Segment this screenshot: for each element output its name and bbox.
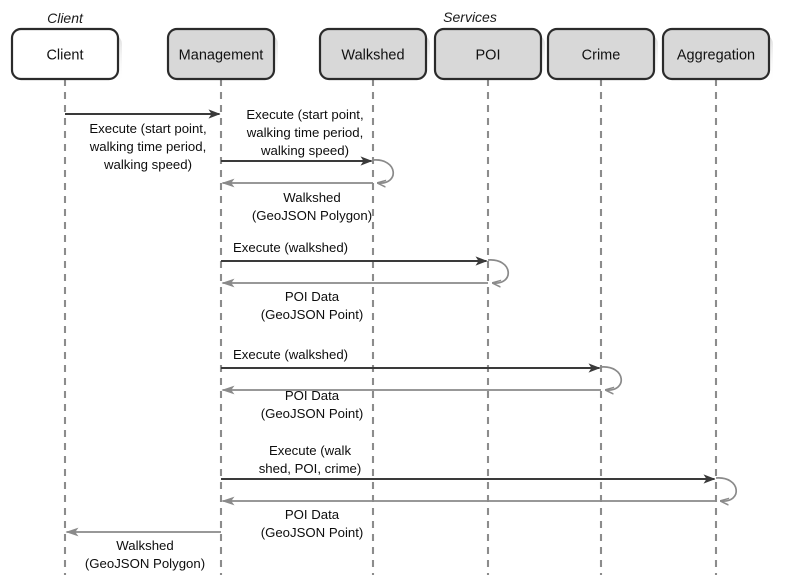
self-loop-m6: [600, 366, 623, 390]
message-label-m7-line-0: POI Data: [285, 388, 340, 403]
message-label-m4-line-0: Execute (walkshed): [233, 240, 348, 255]
message-label-m7-line-1: (GeoJSON Point): [261, 406, 364, 421]
message-label-m1-line-1: walking time period,: [89, 139, 207, 154]
participant-boxes: Client Management Walkshed POI Crime Aggregat…: [10, 27, 771, 81]
message-label-m2-line-1: walking time period,: [246, 125, 364, 140]
message-m7: POI Data (GeoJSON Point): [221, 385, 601, 421]
group-label-client: Client: [47, 10, 84, 26]
message-label-m9-line-0: POI Data: [285, 507, 340, 522]
participant-label-poi: POI: [476, 48, 501, 64]
message-m3: Walkshed (GeoJSON Polygon): [221, 178, 373, 223]
message-label-m9-line-1: (GeoJSON Point): [261, 525, 364, 540]
message-label-m5-line-1: (GeoJSON Point): [261, 307, 364, 322]
participant-management[interactable]: Management: [166, 27, 276, 81]
participant-label-management: Management: [179, 48, 264, 64]
message-label-m5-line-0: POI Data: [285, 289, 340, 304]
group-label-services: Services: [443, 9, 497, 25]
participant-box-walkshed[interactable]: [318, 27, 428, 81]
participant-box-management[interactable]: [166, 27, 276, 81]
self-loop-m4: [487, 259, 510, 283]
participant-box-aggregation[interactable]: [661, 27, 771, 81]
message-m6: Execute (walkshed): [221, 347, 623, 390]
message-label-m6-line-0: Execute (walkshed): [233, 347, 348, 362]
participant-label-aggregation: Aggregation: [677, 48, 755, 64]
message-label-m2-line-2: walking speed): [260, 143, 349, 158]
message-label-m1-line-2: walking speed): [103, 157, 192, 172]
message-label-m10-line-1: (GeoJSON Polygon): [85, 556, 205, 571]
participant-label-client: Client: [46, 48, 83, 64]
message-label-m1-line-0: Execute (start point,: [89, 121, 206, 136]
group-labels: Client Services: [47, 9, 497, 26]
message-label-m3-line-1: (GeoJSON Polygon): [252, 208, 372, 223]
message-m8: Execute (walk shed, POI, crime): [221, 443, 738, 501]
participant-client[interactable]: Client: [10, 27, 120, 81]
message-label-m3-line-0: Walkshed: [283, 190, 340, 205]
message-label-m10-line-0: Walkshed: [116, 538, 173, 553]
message-label-m2-line-0: Execute (start point,: [246, 107, 363, 122]
message-m10: Walkshed (GeoJSON Polygon): [65, 527, 221, 571]
participant-walkshed[interactable]: Walkshed: [318, 27, 428, 81]
self-loop-m2: [372, 159, 395, 183]
messages: Execute (start point, walking time period…: [65, 107, 738, 571]
lifelines: [63, 79, 718, 575]
participant-box-client[interactable]: [10, 27, 120, 81]
message-label-m8-line-0: Execute (walk: [269, 443, 351, 458]
participant-crime[interactable]: Crime: [546, 27, 656, 81]
self-loop-m8: [715, 477, 738, 501]
message-label-m8-line-1: shed, POI, crime): [259, 461, 362, 476]
participant-label-walkshed: Walkshed: [341, 48, 404, 64]
message-m5: POI Data (GeoJSON Point): [221, 278, 488, 322]
participant-label-crime: Crime: [582, 48, 621, 64]
message-m2: Execute (start point, walking time period…: [221, 107, 395, 183]
message-m1: Execute (start point, walking time period…: [65, 109, 221, 172]
participant-aggregation[interactable]: Aggregation: [661, 27, 771, 81]
participant-poi[interactable]: POI: [433, 27, 543, 81]
message-m4: Execute (walkshed): [221, 240, 510, 283]
participant-box-crime[interactable]: [546, 27, 656, 81]
message-m9: POI Data (GeoJSON Point): [221, 496, 716, 540]
participant-box-poi[interactable]: [433, 27, 543, 81]
